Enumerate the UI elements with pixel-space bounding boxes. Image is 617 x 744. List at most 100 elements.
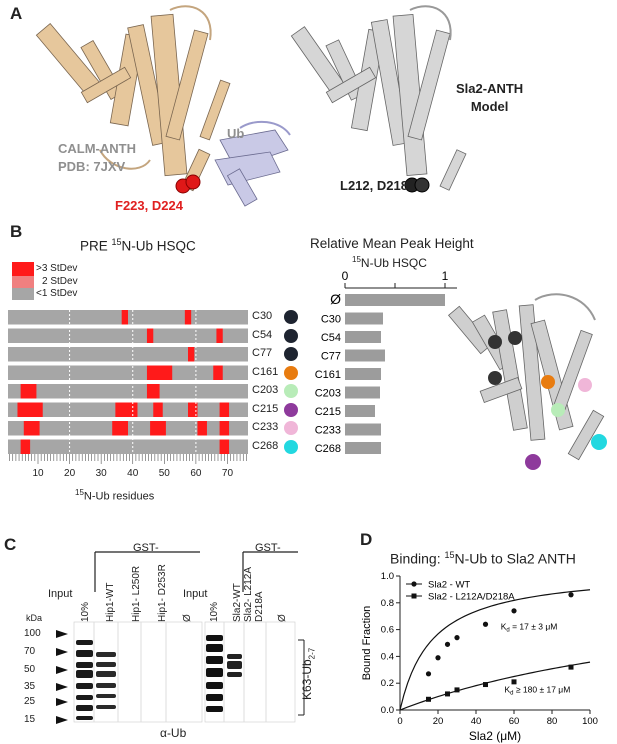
y-tick-label: 1.0 <box>381 571 394 582</box>
heatmap-x-tick-label: 10 <box>32 468 44 479</box>
heatmap-x-tick-label: 20 <box>64 468 76 479</box>
heatmap-hot-cell <box>219 439 230 454</box>
legend-label-low: <1 StDev <box>36 288 78 299</box>
heatmap-hot-cell <box>146 365 173 380</box>
bar-category-label: Ø <box>330 291 341 307</box>
heatmap-row-label: C30 <box>252 310 273 322</box>
lane-label: Ø <box>276 614 288 622</box>
panel-d-letter: D <box>360 530 373 549</box>
bar-category-label: C215 <box>315 406 341 418</box>
y-tick-label: 0.6 <box>381 625 394 636</box>
bar-subtitle: 15N-Ub HSQC <box>352 255 427 270</box>
western-blot <box>56 551 305 724</box>
mutant-data-point <box>511 679 517 685</box>
mw-marker-label: 15 <box>24 714 36 725</box>
k63-bracket-label: K63-Ub2-7 <box>300 648 316 700</box>
wt-data-point <box>425 671 432 677</box>
heatmap-row <box>8 328 248 343</box>
fit-curve <box>399 661 591 711</box>
calm-anth-title: CALM-ANTH PDB: 7JXV <box>58 140 136 176</box>
heatmap-row-label: C77 <box>252 347 273 359</box>
bar-category-label: C203 <box>315 388 341 400</box>
peak-height-bar <box>345 386 380 399</box>
kda-label: kDa <box>26 613 43 623</box>
y-axis-label: Bound Fraction <box>361 606 373 681</box>
heatmap-row <box>8 347 248 362</box>
x-tick-label: 80 <box>547 716 558 727</box>
mw-marker-label: 35 <box>24 681 36 692</box>
peak-height-bar <box>345 368 381 380</box>
bar-title: Relative Mean Peak Height <box>310 236 474 251</box>
input-label-left: Input <box>48 588 73 600</box>
heatmap-hot-cell <box>150 421 166 436</box>
heatmap-row <box>8 439 248 454</box>
panel-b-letter: B <box>10 222 23 241</box>
lane-label: 10% <box>79 601 91 622</box>
sla2-anth-name: Sla2-ANTH <box>456 81 524 96</box>
lane-label: Hip1-WT <box>105 582 117 622</box>
heatmap-row-label: C215 <box>252 402 279 415</box>
peak-height-bar <box>345 294 445 306</box>
x-label-text: N-Ub residues <box>83 490 155 503</box>
heatmap-hot-cell <box>20 384 37 399</box>
sla2-anth-model: Model <box>470 99 509 114</box>
heatmap-hot-cell <box>153 402 163 417</box>
heatmap-hot-cell <box>188 347 195 362</box>
antibody-label: α-Ub <box>160 726 187 740</box>
heatmap-hot-cell <box>146 384 160 399</box>
fit-curve <box>399 589 591 711</box>
y-tick-label: 0.8 <box>381 598 394 609</box>
kd-annotation: Kd ≥ 180 ± 17 μM <box>505 685 571 697</box>
heatmap-hot-cell <box>197 421 207 436</box>
panel-a-letter: A <box>10 4 23 23</box>
pre-heatmap <box>8 306 248 464</box>
sla2-anth-structure <box>290 5 467 193</box>
legend-swatch-mid <box>12 276 34 288</box>
mutant-data-point <box>483 682 488 688</box>
heatmap-row-label: C203 <box>252 384 279 396</box>
sla2-colored-model <box>448 293 607 470</box>
peak-height-bar <box>345 405 375 417</box>
bar-category-label: C54 <box>321 332 341 344</box>
mutant-data-point <box>445 691 450 697</box>
cysteine-color-dot <box>284 421 298 435</box>
x-tick-label: 100 <box>582 716 598 727</box>
heatmap-row-label: C268 <box>252 439 279 452</box>
cysteine-color-dot <box>284 384 298 398</box>
heatmap-hot-cell <box>216 328 223 343</box>
heatmap-title-post: N-Ub HSQC <box>121 238 196 254</box>
wt-data-point <box>482 621 489 627</box>
legend-marker-circle <box>411 581 417 587</box>
calm-anth-pdb: PDB: 7JXV <box>58 159 126 174</box>
wt-data-point <box>568 592 574 598</box>
calm-residues-label: F223, D224 <box>115 198 183 213</box>
mutant-data-point <box>426 696 431 702</box>
calm-anth-name: CALM-ANTH <box>58 141 136 156</box>
heatmap-x-tick-label: 70 <box>221 468 234 479</box>
bar-category-label: C268 <box>315 443 341 455</box>
binding-title-pre: Binding: <box>390 550 445 567</box>
mw-marker-label: 70 <box>24 646 36 657</box>
bar-category-label: C77 <box>321 351 341 363</box>
bar-axis-tick-label: 1 <box>442 269 449 283</box>
cysteine-color-dot <box>284 439 298 454</box>
kd-annotation: Kd = 17 ± 3 μM <box>501 622 558 634</box>
bar-category-label: C233 <box>315 425 341 437</box>
heatmap-hot-cell <box>17 402 43 417</box>
lane-label: 10% <box>209 601 221 622</box>
bar-axis-tick-label: 0 <box>342 269 349 283</box>
sla2-anth-title: Sla2-ANTH Model <box>456 80 523 116</box>
x-tick-label: 0 <box>397 716 402 727</box>
heatmap-row-label: C54 <box>252 328 273 341</box>
wt-data-point <box>435 655 441 661</box>
heatmap-hot-cell <box>23 421 40 436</box>
k63-sub: 2-7 <box>307 647 317 660</box>
wt-data-point <box>511 608 517 614</box>
heatmap-hot-cell <box>121 310 128 325</box>
y-tick-label: 0.4 <box>381 651 394 662</box>
legend-label-mid: 2 StDev <box>42 276 78 287</box>
heatmap-hot-cell <box>213 365 223 380</box>
heatmap-hot-cell <box>112 421 128 436</box>
